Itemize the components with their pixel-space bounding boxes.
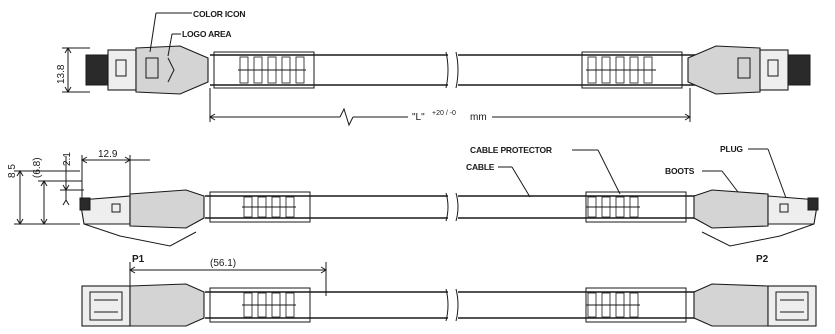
dimension-56-1: (56.1) (210, 258, 236, 269)
dimension-height: 13.8 (56, 64, 67, 84)
dimension-6-8: (6.8) (32, 157, 43, 178)
top-view: 13.8 COLOR ICON LOGO AREA "L" +20 / -0 m… (56, 9, 811, 127)
dimension-length-tolerance: +20 / -0 (432, 110, 456, 117)
label-boots: BOOTS (665, 166, 695, 176)
cable-protector-grip (581, 51, 683, 89)
label-logo-area: LOGO AREA (182, 29, 231, 39)
dimension-2-1: 2.1 (62, 152, 73, 166)
dimension-length-label: "L" (412, 112, 425, 123)
pin-label-p1: P1 (132, 254, 145, 265)
dimension-12-9: 12.9 (98, 149, 118, 160)
pin-label-p2: P2 (756, 254, 769, 265)
side-view: 8.5 (6.8) 2.1 12.9 CABLE PROTECTOR CABLE… (7, 144, 819, 265)
label-cable: CABLE (466, 162, 495, 172)
label-color-icon: COLOR ICON (193, 9, 245, 19)
label-cable-protector: CABLE PROTECTOR (470, 145, 552, 155)
dimension-length-unit: mm (470, 112, 487, 123)
dimension-8-5: 8.5 (7, 164, 18, 178)
label-plug: PLUG (720, 144, 743, 154)
cable-protector-grip (213, 51, 315, 89)
bottom-view: (56.1) (81, 258, 817, 327)
